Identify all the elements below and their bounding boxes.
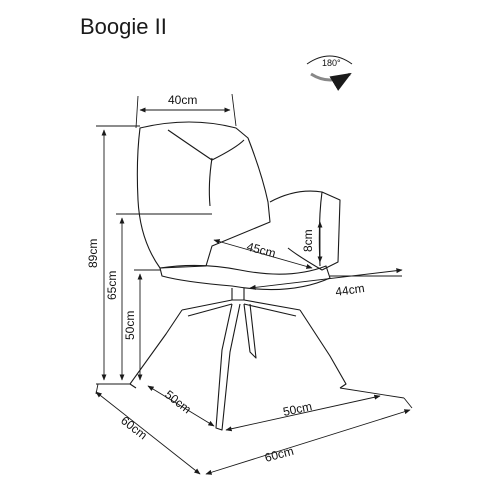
dim-armrest-height: 8cm — [301, 229, 315, 252]
dim-footprint-left: 60cm — [118, 413, 150, 442]
product-title: Boogie II — [80, 14, 167, 39]
dim-seat-height: 65cm — [105, 271, 119, 300]
dim-seat-depth: 45cm — [245, 239, 277, 260]
dim-footprint-right: 60cm — [263, 444, 295, 465]
dim-base-left: 50cm — [162, 387, 194, 416]
dim-base-right: 50cm — [282, 399, 314, 419]
dim-top-width: 40cm — [168, 93, 197, 107]
rotation-label: 180° — [322, 58, 341, 68]
rotate-180-icon: 180° — [306, 55, 353, 91]
dim-arm-height: 50cm — [123, 311, 137, 340]
dim-seat-width: 44cm — [334, 281, 365, 299]
chair-outline — [129, 121, 347, 431]
dim-total-height: 89cm — [86, 239, 100, 268]
dimension-lines — [95, 93, 413, 475]
